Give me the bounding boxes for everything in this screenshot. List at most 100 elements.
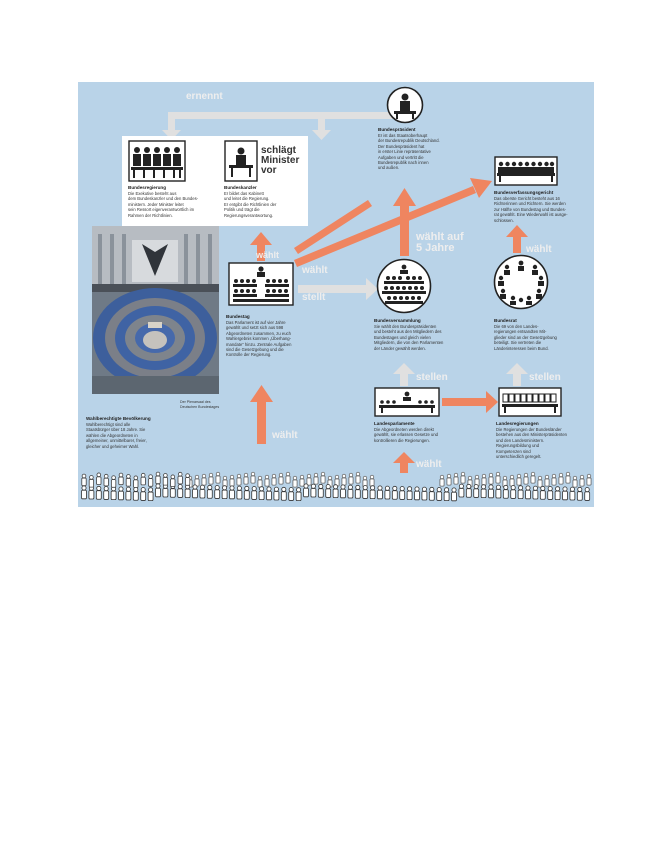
person-icon: [334, 474, 340, 487]
arrow-waehlt-landesparlamente: [393, 452, 415, 473]
person-icon: [537, 475, 543, 488]
person-icon: [236, 473, 242, 486]
person-icon: [299, 474, 305, 487]
person-icon: [320, 471, 326, 484]
person-icon: [133, 475, 139, 488]
landesparlamente-text: Die Abgeordneten werden direkt gewählt, …: [374, 427, 439, 443]
person-icon: [147, 487, 154, 502]
photo-caption: Der Plenarsaal des Deutschen Bundestages: [180, 400, 220, 409]
person-icon: [516, 473, 522, 486]
person-icon: [586, 473, 592, 486]
bundesverfassungsgericht-title: Bundesverfassungsgericht: [494, 190, 554, 195]
label-schlaegt-minister-vor: schlägt Minister vor: [261, 145, 300, 176]
person-icon: [257, 475, 263, 488]
person-icon: [222, 475, 228, 488]
bundesversammlung-title: Bundesversammlung: [374, 318, 421, 323]
bundeskanzler-title: Bundeskanzler: [224, 185, 257, 190]
bevoelkerung-text: Wahlberechtigt sind alle Staatsbürger üb…: [86, 422, 147, 449]
person-icon: [488, 472, 494, 485]
person-icon: [288, 487, 295, 501]
person-icon: [354, 484, 361, 499]
bundesverfassungsgericht-icon: [494, 156, 558, 186]
arrows-layer: [162, 112, 528, 473]
label-ernennt: ernennt: [186, 91, 223, 102]
person-icon: [310, 483, 317, 498]
person-icon: [177, 484, 184, 498]
person-icon: [384, 485, 391, 500]
arrow-waehlt-auf-5-jahre: [393, 188, 416, 256]
person-icon: [229, 474, 235, 487]
person-icon: [544, 474, 550, 487]
arrow-stellt: [298, 278, 378, 300]
person-icon: [569, 486, 576, 501]
bundesrat-text: Die 69 von den Landes- regierungen entsa…: [494, 324, 557, 351]
chancellor-icon: [224, 140, 258, 182]
person-icon: [451, 487, 457, 502]
person-icon: [95, 485, 102, 500]
person-icon: [509, 474, 515, 487]
bundestag-icon: [228, 262, 294, 306]
person-icon: [208, 472, 214, 485]
label-waehlt-bundeskanzler: wählt: [256, 250, 280, 260]
person-icon: [391, 485, 398, 500]
person-icon: [584, 487, 591, 501]
person-icon: [264, 474, 270, 487]
person-icon: [103, 486, 110, 500]
political-system-diagram: ernennt wählt wählt stellt wählt auf 5 J…: [78, 82, 594, 507]
bundespraesident-icon: [386, 86, 424, 124]
person-icon: [562, 486, 568, 501]
person-icon: [118, 486, 124, 501]
person-icon: [453, 472, 459, 485]
bundestag-title: Bundestag: [226, 314, 250, 319]
person-icon: [140, 487, 147, 501]
person-icon: [306, 473, 312, 486]
person-icon: [96, 472, 102, 485]
person-icon: [332, 484, 339, 499]
person-icon: [377, 485, 383, 500]
population-crowd: [81, 471, 592, 502]
arrow-waehlt-bundesrat: [506, 225, 528, 253]
person-icon: [147, 474, 154, 487]
person-icon: [236, 485, 243, 500]
plenary-hall-image: [92, 226, 219, 394]
person-icon: [572, 475, 578, 488]
person-icon: [221, 485, 228, 500]
bundespraesident-title: Bundespräsident: [378, 127, 416, 132]
person-icon: [271, 473, 277, 486]
person-icon: [201, 473, 207, 486]
arrow-landesparlamente-to-landesregierungen: [442, 391, 498, 413]
person-icon: [155, 471, 161, 485]
bundesverfassungsgericht-text: Das oberste Gericht besteht aus 16 Richt…: [494, 196, 568, 223]
person-icon: [565, 471, 571, 484]
person-icon: [285, 471, 291, 484]
person-icon: [539, 485, 546, 500]
person-icon: [446, 473, 452, 486]
person-icon: [551, 473, 557, 486]
person-icon: [125, 474, 132, 487]
arrow-stellen-landesregierungen: [506, 363, 528, 386]
person-icon: [184, 473, 191, 486]
person-icon: [530, 471, 536, 484]
landesregierungen-text: Die Regierungen der Bundesländer bestehe…: [496, 427, 568, 460]
person-icon: [517, 485, 524, 500]
person-icon: [473, 484, 480, 498]
person-icon: [558, 472, 564, 485]
label-stellen-landesregierungen: stellen: [529, 372, 561, 383]
person-icon: [480, 484, 487, 499]
person-icon: [162, 473, 169, 486]
person-icon: [199, 484, 206, 499]
person-icon: [206, 484, 213, 499]
bundesregierung-text: Die Exekutive besteht aus dem Bundeskanz…: [128, 191, 199, 218]
person-icon: [443, 487, 450, 502]
person-icon: [278, 472, 284, 485]
bundesversammlung-text: Sie wählt den Bundespräsidenten und best…: [374, 324, 444, 351]
bundesrat-title: Bundesrat: [494, 318, 517, 323]
person-icon: [460, 471, 466, 484]
person-icon: [184, 484, 191, 499]
person-icon: [243, 472, 249, 485]
person-icon: [103, 473, 109, 487]
person-icon: [266, 486, 272, 501]
person-icon: [81, 473, 87, 487]
landesregierungen-icon: [498, 387, 562, 417]
bundestag-text: Das Parlament ist auf vier Jahre gewählt…: [226, 320, 292, 358]
